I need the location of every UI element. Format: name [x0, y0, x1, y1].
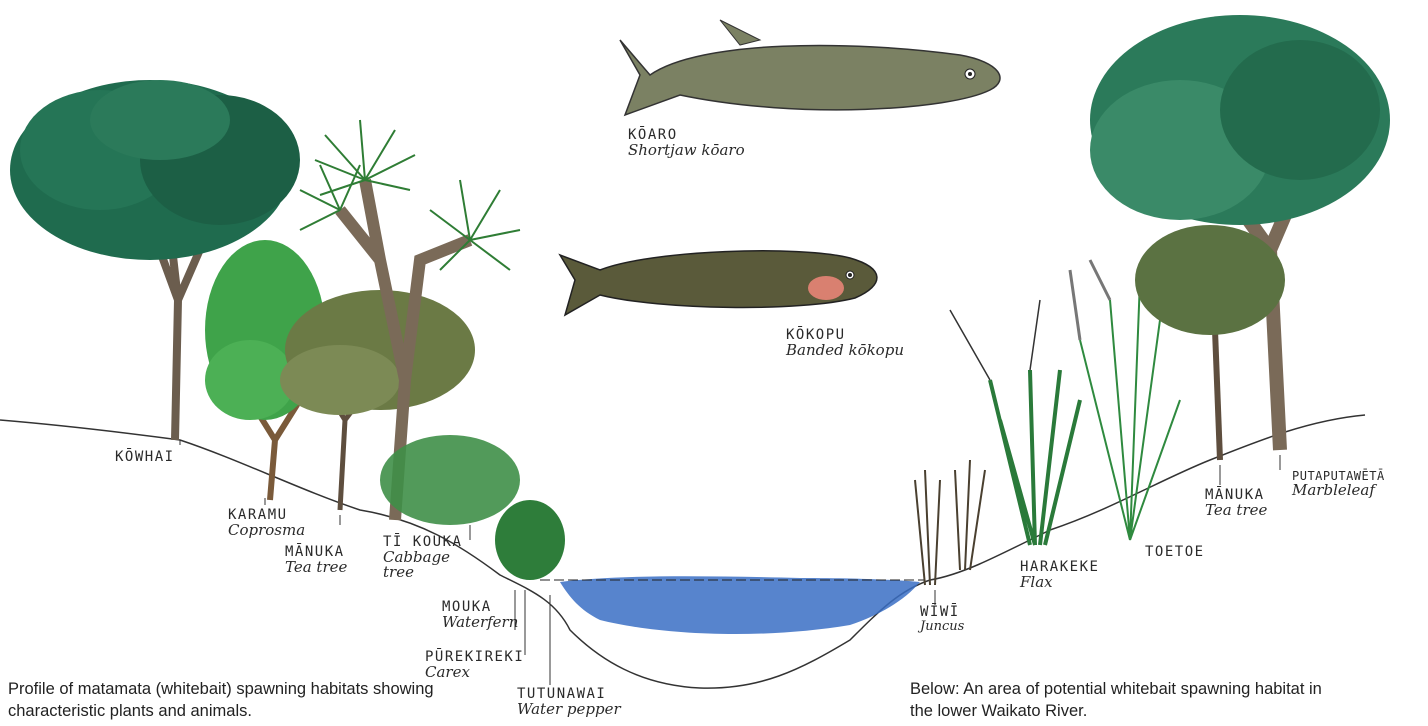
kokopu-fish	[560, 251, 877, 315]
plant-common-name: Marbleleaf	[1292, 483, 1385, 499]
fish-label-koaro: KŌARO Shortjaw kōaro	[628, 128, 745, 158]
fish-label-kokopu: KŌKOPU Banded kōkopu	[786, 328, 904, 358]
plant-common-name: Tea tree	[285, 560, 347, 576]
plant-label-tutunawai: TUTUNAWAI Water pepper	[517, 687, 621, 717]
plant-label-putaputaweta: PUTAPUTAWĒTĀ Marbleleaf	[1292, 470, 1385, 498]
fish-common-name: Shortjaw kōaro	[628, 143, 745, 159]
koaro-fish	[620, 20, 1000, 115]
plant-label-toetoe: TOETOE	[1145, 545, 1205, 560]
plant-common-name: Tea tree	[1205, 503, 1267, 519]
plant-label-harakeke: HARAKEKE Flax	[1020, 560, 1099, 590]
water-pool	[560, 576, 920, 634]
plant-label-wiwi: WĪWĪ Juncus	[920, 605, 964, 633]
harakeke-flax	[950, 300, 1080, 545]
plant-name: WĪWĪ	[920, 605, 964, 620]
plant-common-name: Juncus	[920, 620, 964, 634]
plant-label-kowhai: KŌWHAI	[115, 450, 175, 465]
plant-label-manuka-left: MĀNUKA Tea tree	[285, 545, 347, 575]
plant-common-name: Flax	[1020, 575, 1099, 591]
plant-name: TOETOE	[1145, 545, 1205, 560]
caption-left: Profile of matamata (whitebait) spawning…	[8, 678, 478, 722]
plant-label-karamu: KARAMU Coprosma	[228, 508, 305, 538]
plant-label-mouka: MOUKA Waterfern	[442, 600, 518, 630]
plant-common-name: Coprosma	[228, 523, 305, 539]
plant-label-purekireki: PŪREKIREKI Carex	[425, 650, 524, 680]
plant-common-name: Waterfern	[442, 615, 518, 631]
plant-common-name: Water pepper	[517, 702, 621, 718]
plant-label-tikouka: TĪ KOUKA Cabbage tree	[383, 535, 462, 581]
caption-right: Below: An area of potential whitebait sp…	[910, 678, 1330, 722]
plant-common-name: Cabbage tree	[383, 550, 443, 582]
fish-common-name: Banded kōkopu	[786, 343, 904, 359]
plant-label-manuka-right: MĀNUKA Tea tree	[1205, 488, 1267, 518]
plant-name: KŌWHAI	[115, 450, 175, 465]
